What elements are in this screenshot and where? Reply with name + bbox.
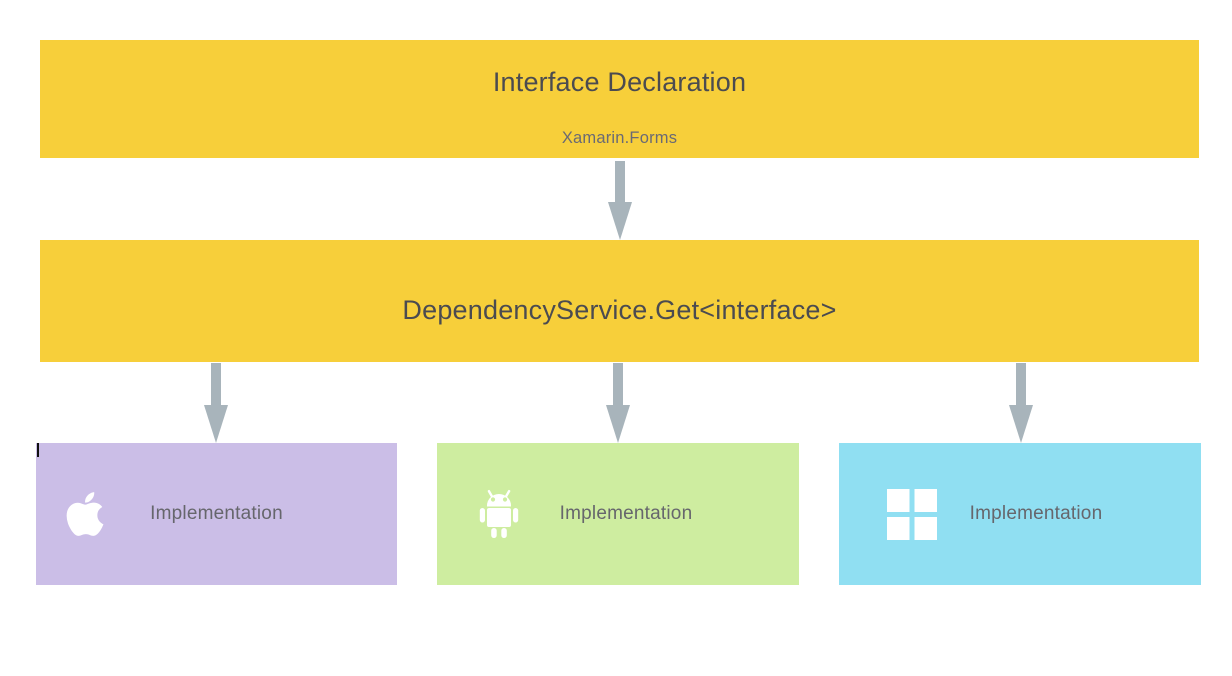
android-implementation-label: Implementation: [559, 503, 693, 524]
windows-icon: [887, 488, 937, 540]
text-cursor-artifact: [37, 443, 39, 457]
arrow-shaft: [1016, 363, 1026, 405]
android-implementation-box: Implementation: [437, 443, 799, 585]
arrow-down-icon-windows: [1009, 363, 1033, 443]
windows-implementation-label: Implementation: [969, 503, 1103, 524]
arrow-head: [204, 405, 228, 443]
arrow-head: [1009, 405, 1033, 443]
windows-implementation-box: Implementation: [839, 443, 1201, 585]
ios-implementation-label: Implementation: [150, 503, 283, 524]
apple-icon: [66, 489, 104, 539]
arrow-shaft: [613, 363, 623, 405]
arrow-down-icon-android: [606, 363, 630, 443]
arrow-down-icon-ios: [204, 363, 228, 443]
interface-declaration-box: Interface Declaration Xamarin.Forms: [40, 40, 1199, 158]
dependency-service-box: DependencyService.Get<interface>: [40, 240, 1199, 362]
ios-implementation-box: Implementation: [36, 443, 397, 585]
dependency-service-title: DependencyService.Get<interface>: [402, 295, 837, 325]
interface-declaration-title: Interface Declaration: [492, 67, 747, 97]
android-icon: [477, 487, 521, 541]
arrow-head: [608, 202, 632, 240]
arrow-shaft: [615, 161, 625, 202]
xamarin-forms-label: Xamarin.Forms: [561, 129, 678, 147]
arrow-shaft: [211, 363, 221, 405]
arrow-down-icon: [608, 161, 632, 240]
arrow-head: [606, 405, 630, 443]
